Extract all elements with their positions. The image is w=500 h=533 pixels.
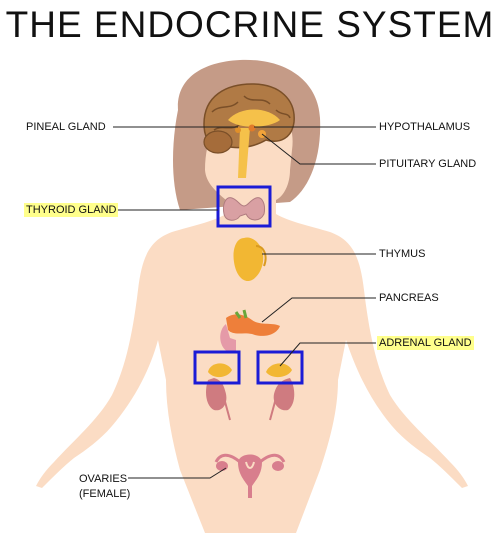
ovary-right [272, 461, 284, 471]
fallopian-tubes [214, 453, 286, 464]
label-adrenal-gland: ADRENAL GLAND [377, 336, 474, 350]
ureter-right [269, 397, 277, 421]
pancreas-bile [234, 309, 248, 319]
thyroid-highlight-box [216, 185, 272, 228]
pancreas [226, 314, 280, 336]
ureter-left [223, 397, 231, 421]
brain-stem [238, 128, 250, 178]
uterus-inner [245, 461, 255, 469]
uterus [238, 454, 262, 498]
diagram-title: THE ENDOCRINE SYSTEM [5, 4, 495, 45]
adrenal-right-highlight-box [256, 350, 304, 385]
pineal-gland [235, 127, 241, 133]
label-pancreas: PANCREAS [379, 292, 439, 304]
kidney-left [206, 378, 227, 411]
thyroid-gland [223, 197, 265, 221]
cerebellum [203, 130, 233, 154]
kidney-right [273, 378, 295, 411]
label-pineal-gland: PINEAL GLAND [26, 121, 106, 133]
leader-lines [113, 126, 376, 479]
adrenal-left [208, 363, 232, 378]
adrenal-right [266, 363, 292, 378]
thymus-lobe [255, 245, 267, 267]
label-pituitary-gland: PITUITARY GLAND [379, 158, 477, 170]
brain-folds [211, 95, 291, 131]
label-ovaries-female: (FEMALE) [79, 488, 131, 500]
body-silhouette [36, 100, 468, 533]
adrenal-left-highlight-box [193, 350, 241, 385]
label-thyroid-gland: THYROID GLAND [24, 203, 119, 217]
ovary-left [216, 461, 228, 471]
digestive-tract [220, 324, 236, 352]
inner-brain [228, 109, 280, 127]
thymus [233, 237, 264, 282]
label-thymus: THYMUS [379, 248, 426, 260]
hypothalamus [248, 124, 256, 132]
label-ovaries: OVARIES [79, 473, 128, 485]
label-hypothalamus: HYPOTHALAMUS [379, 121, 471, 133]
